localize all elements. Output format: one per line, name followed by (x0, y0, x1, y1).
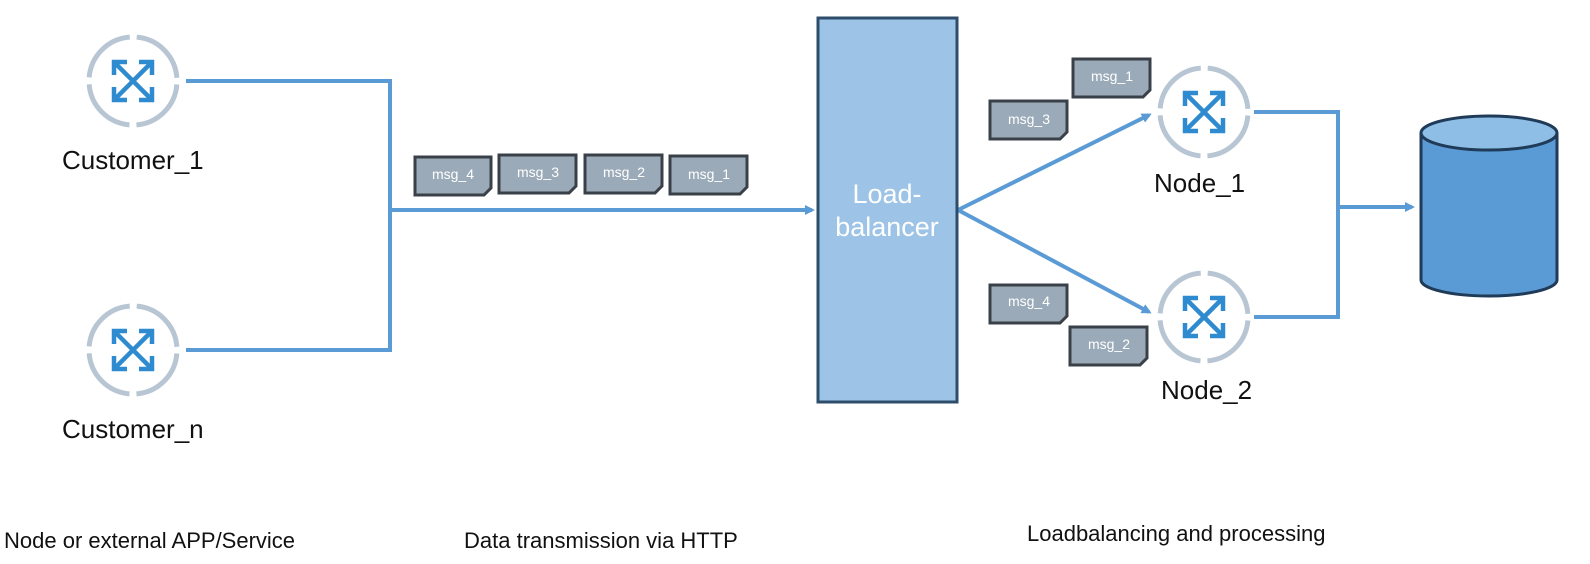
arrows-expand-icon (89, 37, 177, 125)
message-card: msg_1 (668, 154, 749, 196)
message-card: msg_3 (988, 99, 1069, 141)
svg-text:msg_2: msg_2 (1088, 336, 1130, 352)
customer-n-node: Customer_n (62, 306, 204, 444)
customer-n-label: Customer_n (62, 414, 204, 444)
svg-text:msg_3: msg_3 (1008, 111, 1050, 127)
svg-text:msg_4: msg_4 (1008, 293, 1050, 309)
caption-left: Node or external APP/Service (4, 528, 295, 553)
loadbalancer-label-line-2: balancer (835, 212, 939, 242)
message-card: msg_2 (583, 153, 664, 195)
node-1-messages: msg_1 msg_3 (988, 57, 1152, 141)
arrows-expand-icon (89, 306, 177, 394)
node-1-label: Node_1 (1154, 168, 1245, 198)
message-card: msg_1 (1071, 57, 1152, 99)
node-2-label: Node_2 (1161, 375, 1252, 405)
node-2: Node_2 (1160, 273, 1252, 405)
customer-1-label: Customer_1 (62, 145, 204, 175)
customer-1-node: Customer_1 (62, 37, 204, 175)
connectors (186, 79, 1415, 352)
customer-1-connector (186, 79, 392, 210)
node-2-connector (1254, 207, 1340, 319)
node-1-connector (1254, 110, 1340, 207)
caption-middle: Data transmission via HTTP (464, 528, 738, 553)
customer-n-connector (186, 210, 392, 352)
svg-text:msg_1: msg_1 (688, 166, 730, 182)
arrows-expand-icon (1160, 273, 1248, 361)
svg-text:msg_3: msg_3 (517, 164, 559, 180)
http-message-queue: msg_4 msg_3 msg_2 msg_1 (413, 153, 749, 197)
database-cylinder-icon (1419, 114, 1559, 298)
node-2-messages: msg_4 msg_2 (988, 283, 1149, 367)
svg-text:msg_4: msg_4 (432, 166, 474, 182)
svg-text:msg_1: msg_1 (1091, 68, 1133, 84)
loadbalancer: Load- balancer (816, 16, 959, 404)
message-card: msg_2 (1068, 325, 1149, 367)
lb-to-node-1-arrow (957, 113, 1152, 212)
svg-text:msg_2: msg_2 (603, 164, 645, 180)
arrows-expand-icon (1160, 68, 1248, 156)
node-1: Node_1 (1154, 68, 1248, 198)
loadbalancer-label-line-1: Load- (852, 179, 921, 209)
message-card: msg_4 (413, 155, 493, 197)
caption-right: Loadbalancing and processing (1027, 521, 1325, 546)
message-card: msg_3 (497, 153, 578, 195)
message-card: msg_4 (988, 283, 1069, 325)
lb-to-node-2-arrow (957, 208, 1152, 314)
